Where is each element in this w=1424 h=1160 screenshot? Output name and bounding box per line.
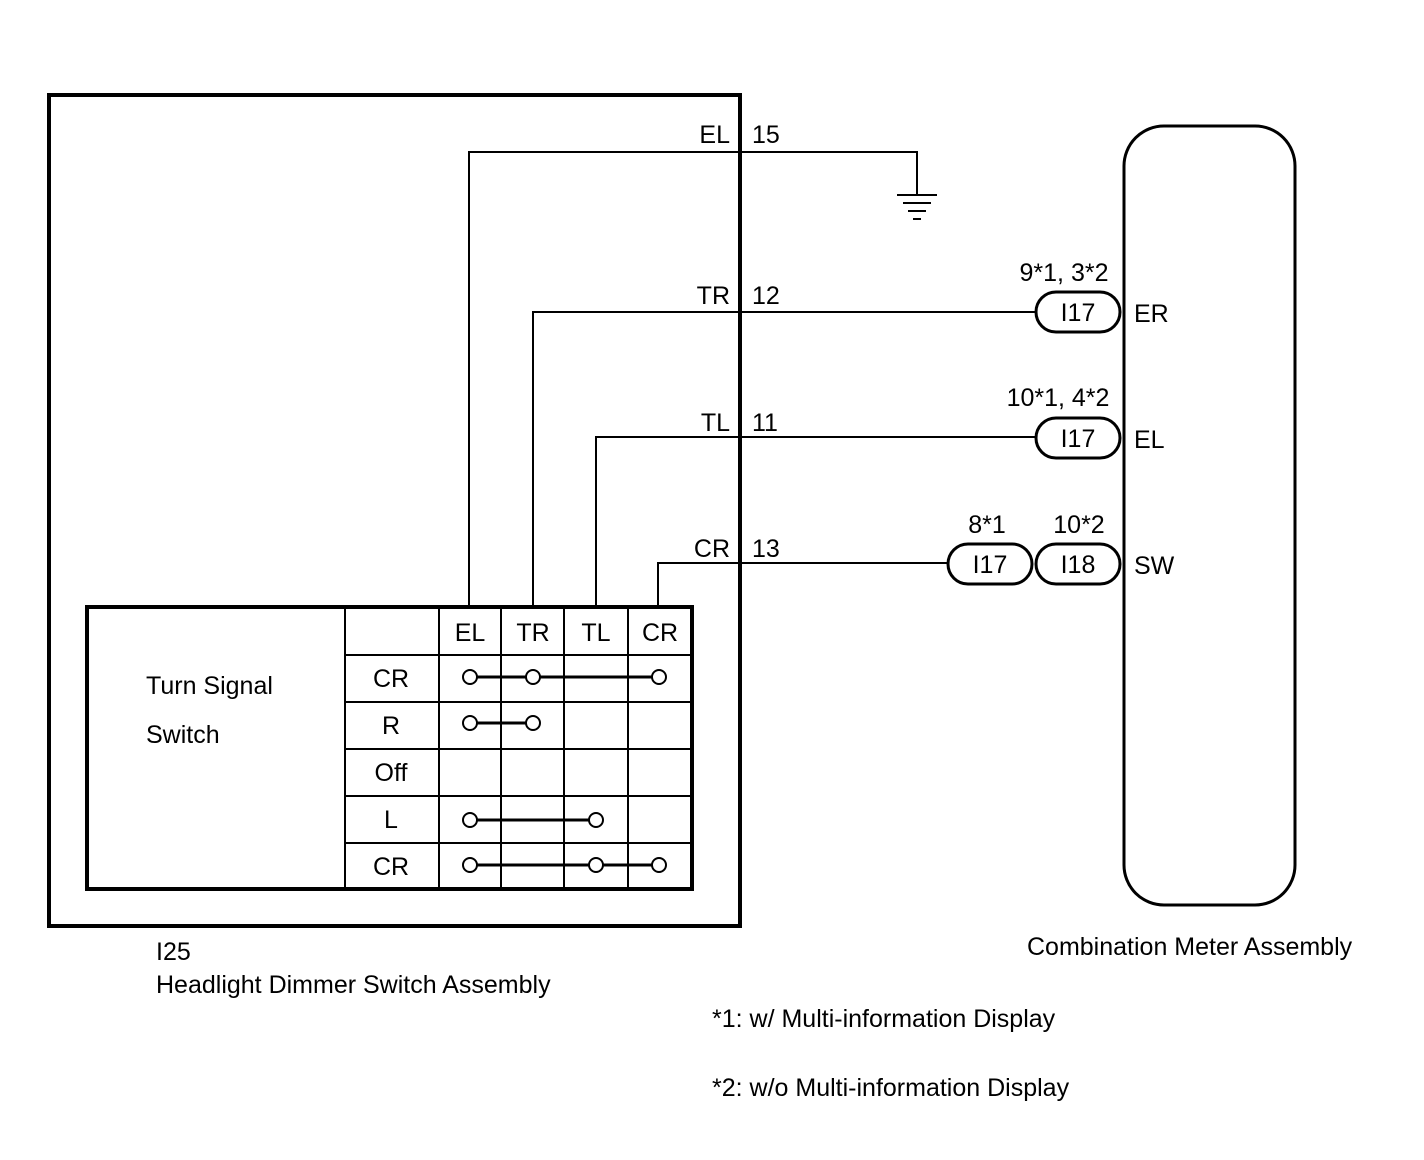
switch-assembly-box [47, 93, 742, 928]
continuity-node [651, 669, 667, 685]
row-position-r: R [382, 712, 400, 740]
continuity-node [525, 715, 541, 731]
connector-el-id: I17 [1061, 425, 1096, 453]
terminal-sw: SW [1134, 552, 1175, 580]
connector-sw-b-pins: 10*2 [1053, 511, 1104, 539]
ground-icon [897, 194, 937, 220]
connector-sw-a-pins: 8*1 [968, 511, 1006, 539]
turn-signal-title-line1: Turn Signal [146, 672, 273, 700]
connector-sw-a-id: I17 [973, 551, 1008, 579]
pin-number-13: 13 [752, 535, 780, 563]
continuity-node [651, 857, 667, 873]
footnote-1: *1: w/ Multi-information Display [712, 1005, 1056, 1033]
pin-label-tr: TR [697, 282, 730, 310]
meter-assembly-name: Combination Meter Assembly [1027, 933, 1353, 961]
wire-cr [657, 562, 948, 607]
continuity-node [462, 669, 478, 685]
connector-el-pins: 10*1, 4*2 [1007, 384, 1110, 412]
wire-tl [595, 436, 1036, 607]
wires [468, 151, 1036, 607]
continuity-node [588, 857, 604, 873]
connector-sw-b: I18 [1034, 542, 1122, 586]
row-position-l: L [384, 806, 398, 834]
terminal-er: ER [1134, 300, 1169, 328]
combination-meter-box [1122, 124, 1297, 907]
continuity-node [525, 669, 541, 685]
column-header-cr: CR [642, 619, 678, 647]
connector-er: I17 [1034, 290, 1122, 334]
pin-label-cr: CR [694, 535, 730, 563]
row-position-off: Off [375, 759, 408, 787]
pin-number-12: 12 [752, 282, 780, 310]
pin-number-11: 11 [752, 409, 778, 437]
wire-el-ground [468, 151, 918, 607]
switch-connector-id: I25 [156, 938, 191, 966]
column-header-tr: TR [516, 619, 549, 647]
column-header-tl: TL [581, 619, 610, 647]
connector-el: I17 [1034, 416, 1122, 460]
continuity-node [462, 812, 478, 828]
connector-er-id: I17 [1061, 299, 1096, 327]
row-position-cr-right: CR [373, 665, 409, 693]
connector-er-pins: 9*1, 3*2 [1020, 259, 1109, 287]
connector-sw-a: I17 [946, 542, 1034, 586]
pin-label-el: EL [699, 121, 730, 149]
continuity-node [462, 857, 478, 873]
wire-tr [532, 311, 1036, 607]
continuity-marks [462, 669, 667, 873]
row-position-cr-left: CR [373, 853, 409, 881]
continuity-node [588, 812, 604, 828]
pin-number-15: 15 [752, 121, 780, 149]
pin-label-tl: TL [701, 409, 730, 437]
connector-sw-b-id: I18 [1061, 551, 1096, 579]
terminal-el: EL [1134, 426, 1165, 454]
column-header-el: EL [455, 619, 486, 647]
footnote-2: *2: w/o Multi-information Display [712, 1074, 1070, 1102]
switch-assembly-name: Headlight Dimmer Switch Assembly [156, 971, 551, 999]
turn-signal-title-line2: Switch [146, 721, 220, 749]
continuity-node [462, 715, 478, 731]
turn-signal-switch-table [85, 605, 694, 891]
